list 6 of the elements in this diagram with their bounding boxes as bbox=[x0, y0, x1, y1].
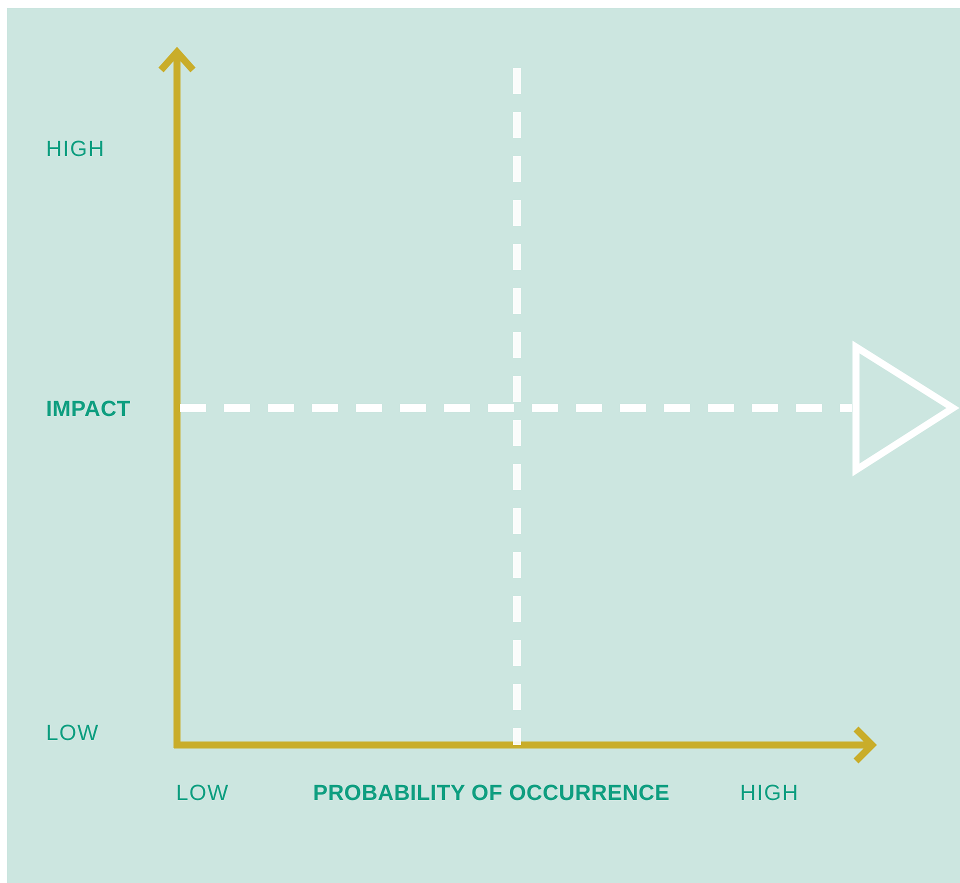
axis-label: LOW bbox=[176, 780, 230, 806]
axis-label: HIGH bbox=[740, 780, 799, 806]
axis-label: HIGH bbox=[46, 136, 105, 162]
axis-label: LOW bbox=[46, 720, 100, 746]
axis-title: IMPACT bbox=[46, 396, 130, 422]
axis-title: PROBABILITY OF OCCURRENCE bbox=[313, 780, 670, 806]
